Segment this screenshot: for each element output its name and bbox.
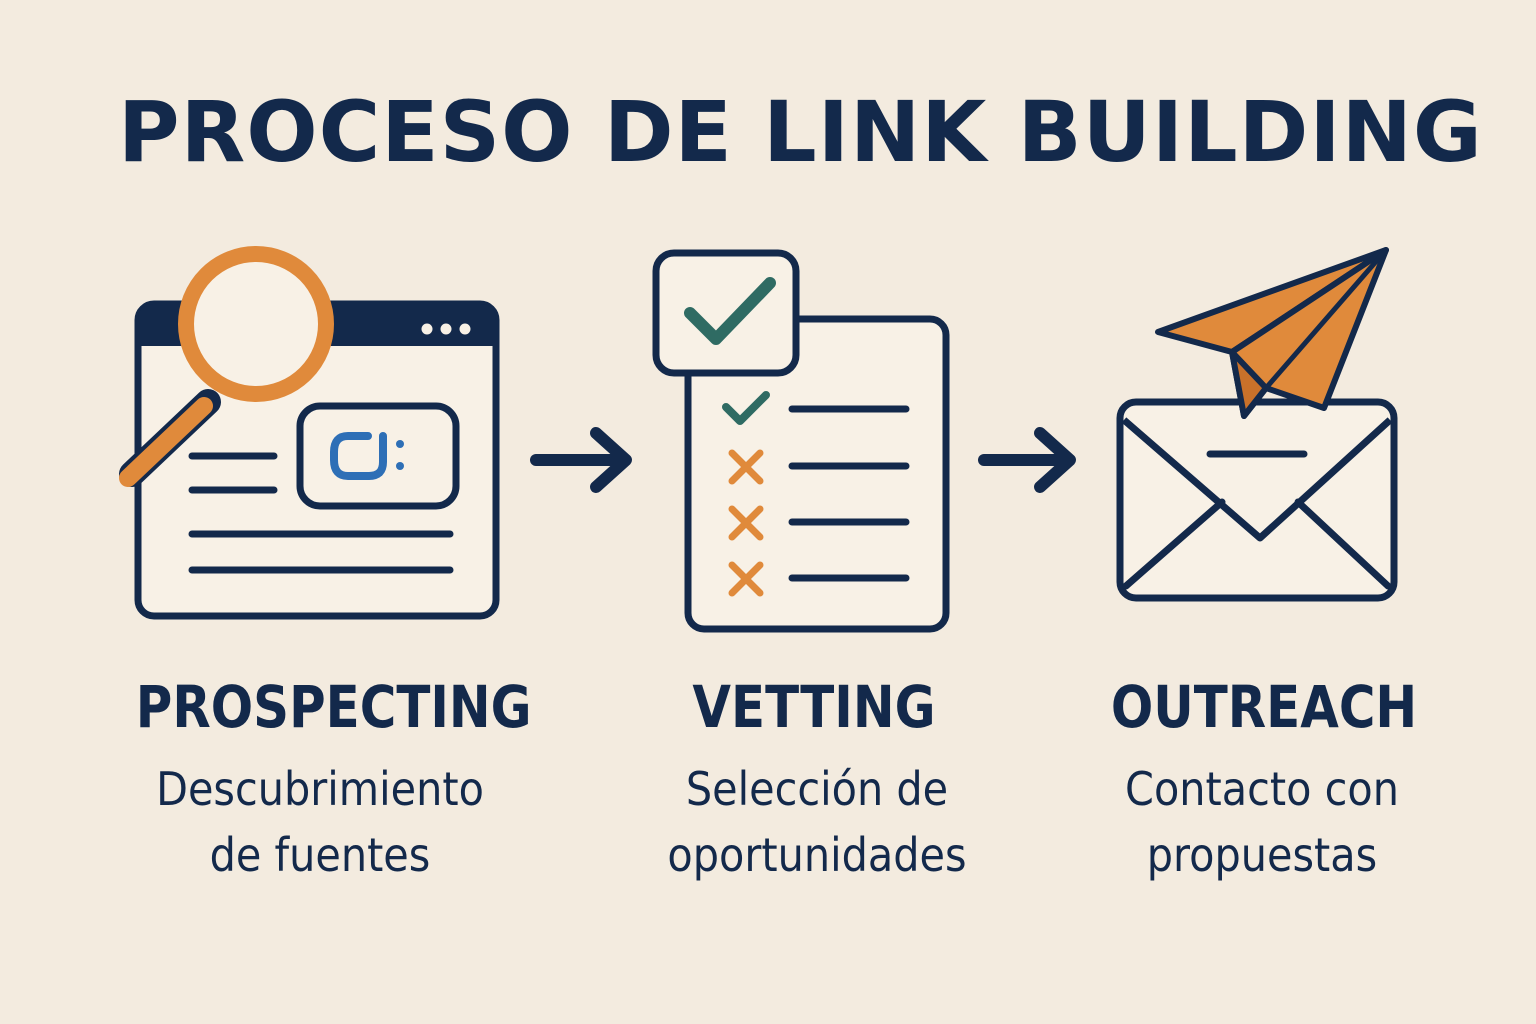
- envelope-paper-plane-icon: [1116, 247, 1398, 602]
- description-line: de fuentes: [209, 828, 431, 882]
- step-description-outreach: Contacto con propuestas: [1064, 756, 1460, 888]
- step-label-outreach: OUTREACH: [1110, 673, 1418, 741]
- step-description-vetting: Selección de oportunidades: [619, 756, 1015, 888]
- step-label-prospecting: PROSPECTING: [135, 673, 532, 741]
- page-title: PROCESO DE LINK BUILDING: [118, 83, 1483, 181]
- step-label-vetting: VETTING: [692, 673, 936, 741]
- description-line: Descubrimiento: [156, 762, 484, 816]
- browser-with-magnifier-icon: [119, 246, 500, 620]
- description-line: propuestas: [1146, 828, 1378, 882]
- description-line: Contacto con: [1125, 762, 1399, 816]
- arrow-right-icon: [530, 427, 632, 493]
- description-line: Selección de: [685, 762, 949, 816]
- arrow-right-icon: [978, 427, 1076, 493]
- description-line: oportunidades: [667, 828, 967, 882]
- checklist-icon: [652, 249, 950, 633]
- step-description-prospecting: Descubrimiento de fuentes: [122, 756, 518, 888]
